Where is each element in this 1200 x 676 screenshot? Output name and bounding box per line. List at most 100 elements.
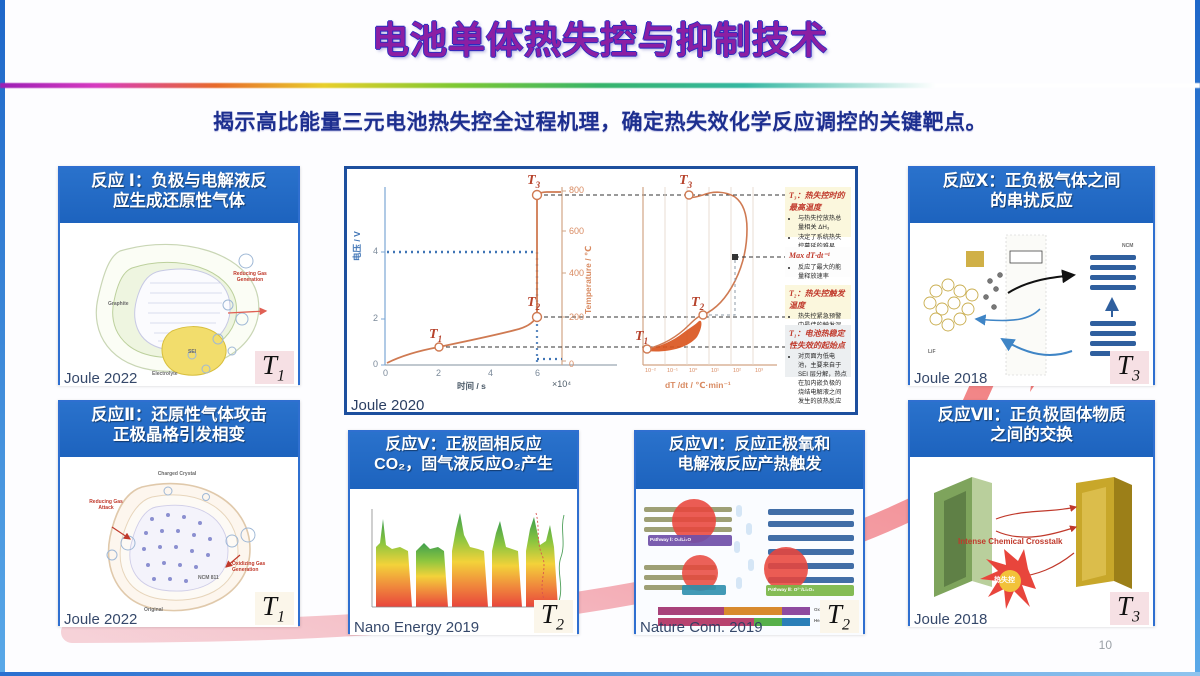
panel-citation: Joule 2022 (64, 370, 138, 386)
ytick-v-4: 4 (373, 246, 379, 256)
axis-label-dtdt: dT /dt / ℃·min⁻¹ (665, 380, 731, 390)
stage-index: 2 (842, 616, 850, 633)
ytick-t-200: 200 (569, 312, 585, 322)
annotation-max-rate: Max dT·dt⁻¹ 反应了最大的能量释放速率 (785, 247, 851, 280)
panel-figure: Nano Energy 2019 T2 (350, 489, 577, 635)
annotation-bullet: 决定了系统热失控蔓延的难易 (798, 234, 847, 252)
xtick-6: 6 (535, 368, 541, 378)
ytick-t-600: 600 (569, 226, 585, 236)
stage-index: 2 (556, 616, 564, 633)
marker-t3-left: T3 (527, 173, 541, 190)
panel-title: 反应Ⅶ：正负极固体物质 之间的交换 (910, 402, 1153, 457)
stage-index: 3 (1132, 608, 1140, 625)
annotation-heading: T₁：电池热稳定性失效的起始点 (789, 329, 845, 350)
marker-t1-right: T1 (635, 329, 649, 346)
annotation-bullet: 反应了最大的能量释放速率 (798, 264, 847, 282)
xtick-2: 2 (436, 368, 442, 378)
art-label-ncm811: NCM 811 (198, 575, 219, 581)
art-label-graphite: Graphite (108, 301, 129, 307)
panel-reaction-10[interactable]: 反应Ⅹ：正负极气体之间 的串扰反应 (908, 166, 1155, 386)
panel-citation: Nature Com. 2019 (640, 619, 763, 635)
cathode-electrolyte-pathways (636, 489, 863, 635)
art-label-pathway-2: Pathway Ⅱ: O²⁻/Li₂O₂ (768, 587, 815, 592)
stage-badge: T2 (533, 598, 573, 633)
ytick-v-2: 2 (373, 313, 379, 323)
stage-badge: T1 (254, 590, 294, 625)
annotation-bullet: 与热失控放热总量相关 ΔH₃ (798, 215, 847, 233)
annotation-t3: T₃：热失控时的最高温度 与热失控放热总量相关 ΔH₃ 决定了系统热失控蔓延的难… (785, 187, 851, 250)
stage-badge: T3 (1109, 591, 1149, 625)
x-scale-exponent: ×10⁴ (552, 379, 572, 389)
panel-title: 反应Ⅵ：反应正极氧和 电解液反应产热触发 (636, 432, 863, 489)
panel-figure: Intense Chemical Crosstalk 热失控 Joule 201… (910, 457, 1153, 627)
panel-title: 反应Ⅹ：正负极气体之间 的串扰反应 (910, 168, 1153, 223)
axis-label-temperature: Temperature / ℃ (583, 245, 593, 314)
panel-reaction-6[interactable]: 反应Ⅵ：反应正极氧和 电解液反应产热触发 (634, 430, 865, 635)
art-label-charged-crystal: Charged Crystal (157, 471, 197, 477)
annotation-heading: T₂：热失控触发温度 (789, 289, 845, 310)
stage-index: 1 (277, 608, 285, 625)
axis-label-time: 时间 / s (457, 381, 486, 391)
art-label-oxidizing-gas: Oxidizing Gas Generation (232, 561, 266, 574)
bottom-edge-bar (0, 672, 1200, 676)
central-chart-panel[interactable]: 电压 / V 0 2 4 0 2 4 6 时间 / s ×10⁴ Tempera… (344, 166, 858, 415)
panel-reaction-2[interactable]: 反应Ⅱ：还原性气体攻击 正极晶格引发相变 (58, 400, 300, 627)
annotation-heading: Max dT·dt⁻¹ (789, 251, 830, 260)
art-label-ncm: NCM (1122, 243, 1134, 249)
stage-letter: T (261, 349, 277, 380)
xtick-0: 0 (383, 368, 389, 378)
stage-index: 1 (277, 367, 285, 384)
marker-t2-right: T2 (691, 295, 705, 312)
art-label-reducing-gas-attack: Reducing Gas Attack (89, 499, 123, 512)
solid-crosstalk-diagram (910, 457, 1153, 627)
marker-t1-left: T1 (429, 327, 443, 344)
panel-title: 反应Ⅱ：还原性气体攻击 正极晶格引发相变 (60, 402, 298, 457)
stage-letter: T (540, 598, 556, 629)
xtick-log-5: 10³ (755, 368, 763, 374)
panel-citation: Joule 2018 (914, 370, 988, 386)
annotation-bullet: 对页面为低电池，主要来自于 SEI 层分解，热点在加内嵌负极的烧结电解液之间发生… (798, 353, 847, 407)
panel-title: 反应 Ⅰ：负极与电解液反 应生成还原性气体 (60, 168, 298, 223)
xtick-log-3: 10¹ (711, 368, 719, 374)
xtick-log-0: 10⁻² (645, 368, 656, 374)
art-label-thermal-runaway: 热失控 (994, 577, 1015, 584)
xtick-log-1: 10⁻¹ (667, 368, 678, 374)
cathode-crystal-diagram (60, 457, 298, 627)
panel-reaction-7[interactable]: 反应Ⅶ：正负极固体物质 之间的交换 (908, 400, 1155, 627)
art-label-original: Original (144, 607, 163, 613)
panel-reaction-5[interactable]: 反应Ⅴ：正极固相反应 CO₂，固气液反应O₂产生 (348, 430, 579, 635)
stage-letter: T (261, 590, 277, 621)
page-title: 电池单体热失控与抑制技术 (372, 20, 828, 61)
panel-figure: Reducing Gas Attack Charged Crystal Oxid… (60, 457, 298, 627)
panel-citation: Nano Energy 2019 (354, 619, 480, 635)
stage-badge: T3 (1109, 350, 1149, 384)
stage-badge: T1 (254, 349, 294, 384)
panel-citation: Joule 2022 (64, 611, 138, 627)
art-label-lif: LiF (928, 349, 936, 355)
stage-badge: T2 (819, 599, 859, 633)
annotation-t1: T₁：电池热稳定性失效的起始点 对页面为低电池，主要来自于 SEI 层分解，热点… (785, 325, 851, 405)
panel-title: 反应Ⅴ：正极固相反应 CO₂，固气液反应O₂产生 (350, 432, 577, 489)
annotation-heading: T₃：热失控时的最高温度 (789, 191, 845, 212)
page-number: 10 (1098, 638, 1112, 652)
stage-index: 3 (1132, 367, 1140, 384)
panel-citation: Joule 2018 (914, 611, 988, 627)
panel-figure: LiF NCM Joule 2018 T3 (910, 223, 1153, 386)
panel-figure: Reducing Gas Generation Graphite SEI Ele… (60, 223, 298, 386)
art-label-intense-crosstalk: Intense Chemical Crosstalk (958, 537, 1063, 546)
ytick-t-800: 800 (569, 185, 585, 195)
panel-reaction-1[interactable]: 反应 Ⅰ：负极与电解液反 应生成还原性气体 (58, 166, 300, 386)
rainbow-divider (0, 83, 1200, 88)
left-edge-bar (0, 0, 5, 676)
axis-label-voltage: 电压 / V (352, 231, 362, 261)
art-label-electrolyte: Electrolyte (152, 371, 178, 377)
marker-t3-right: T3 (679, 173, 693, 190)
chart-citation: Joule 2020 (351, 397, 425, 414)
art-label-pathway-1: Pathway Ⅰ: O₂/Li₂O (650, 537, 692, 542)
ytick-v-0: 0 (373, 359, 379, 369)
xtick-log-2: 10⁰ (689, 368, 698, 374)
xtick-4: 4 (488, 368, 494, 378)
art-label-sei: SEI (188, 349, 197, 355)
art-label-reducing-gas: Reducing Gas Generation (233, 271, 267, 284)
